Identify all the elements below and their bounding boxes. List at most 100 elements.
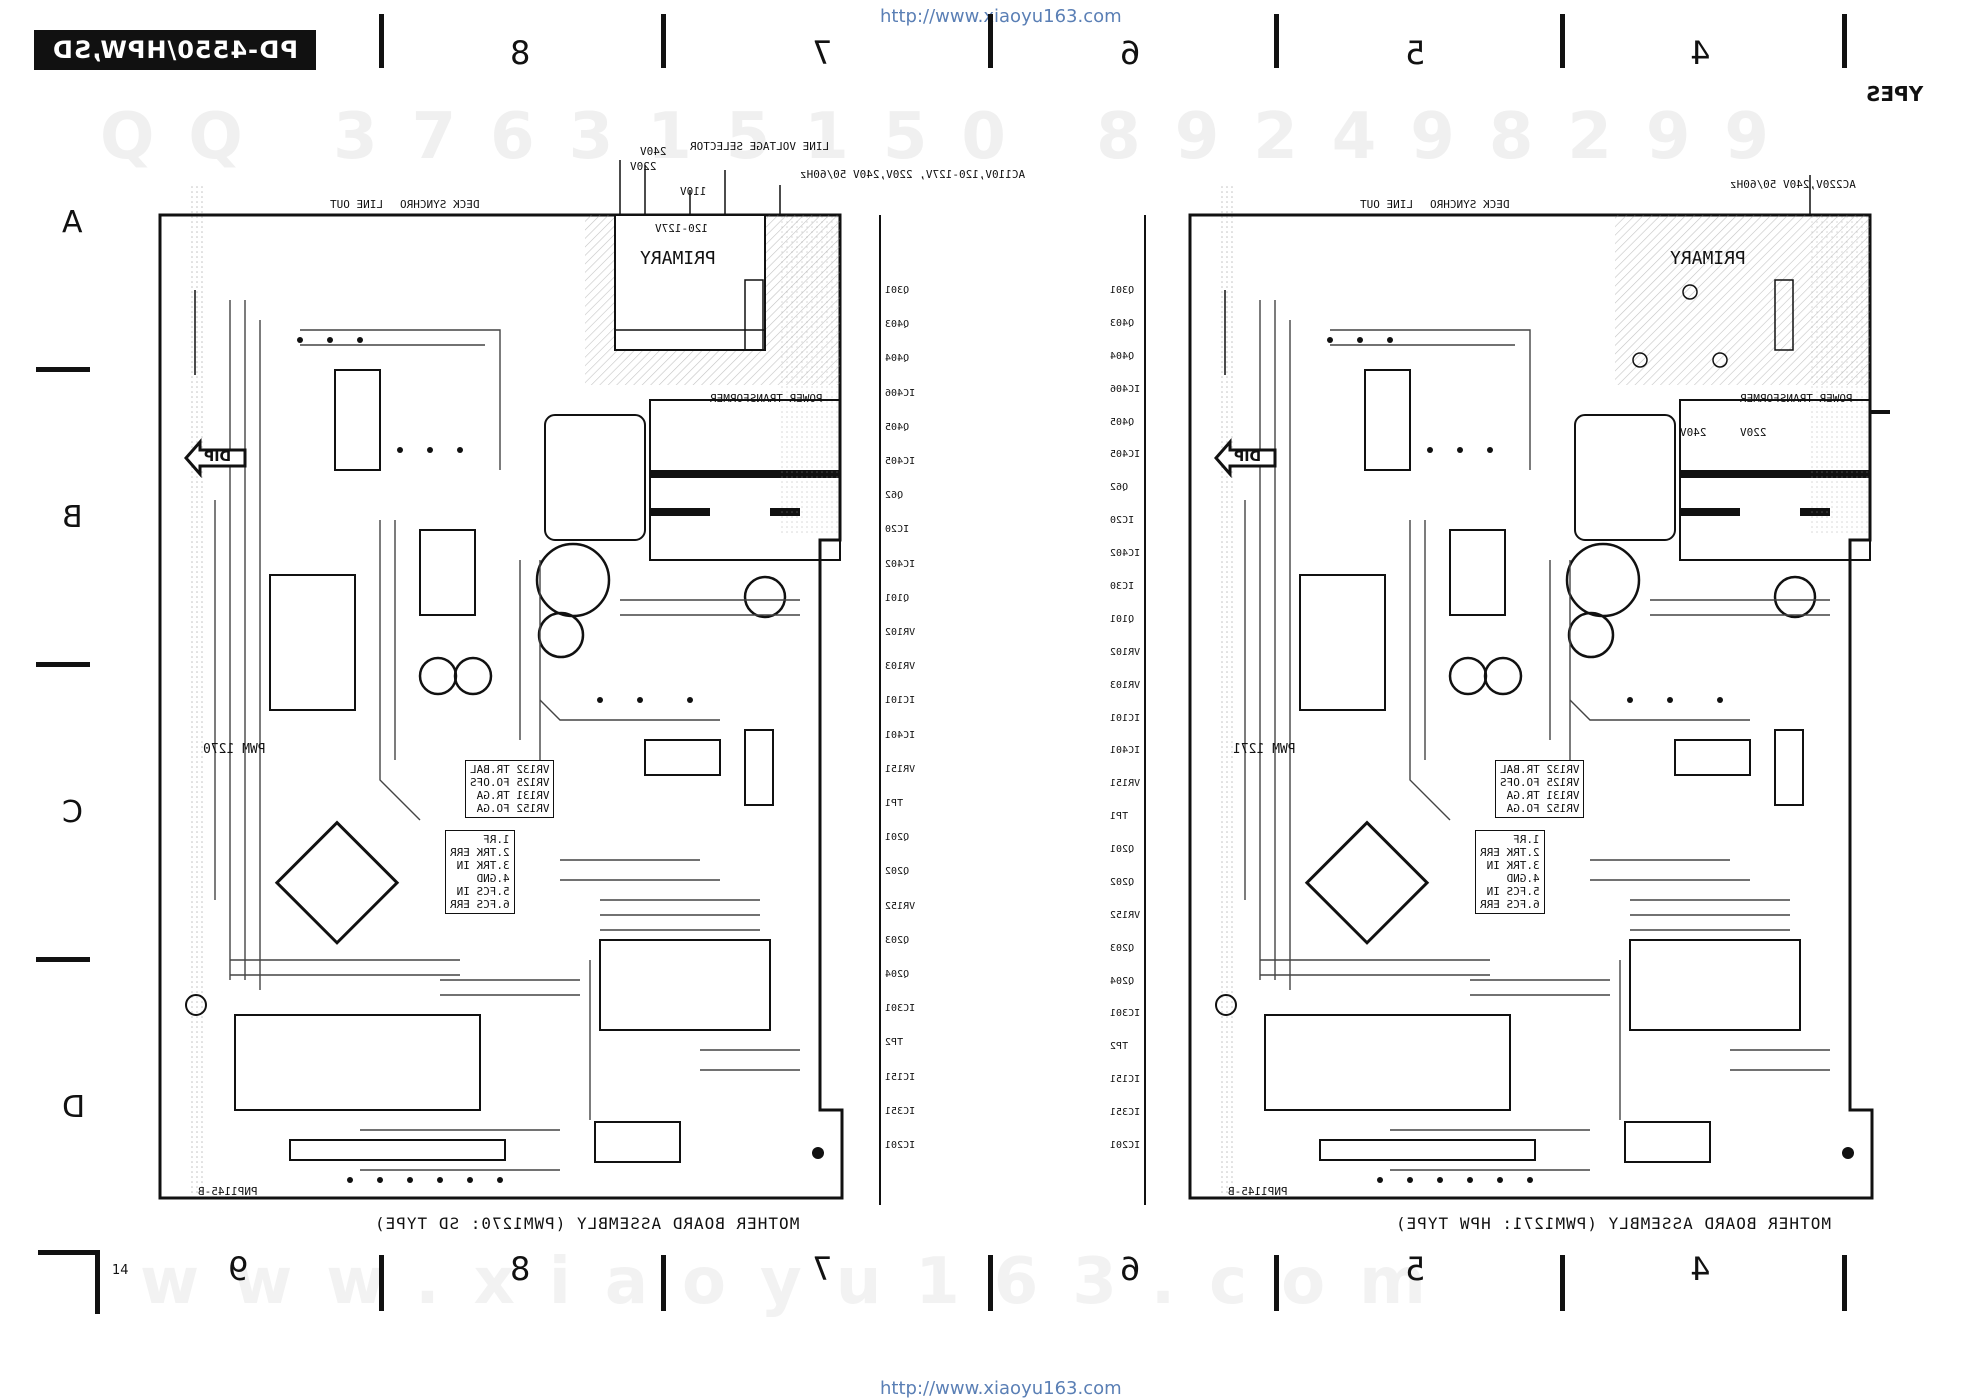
column-tick bbox=[988, 1255, 993, 1311]
reference-designator: TP2 bbox=[885, 1037, 904, 1048]
left-transformer-label: POWER TRANSFORMER bbox=[710, 392, 823, 405]
left-voltage-selector-label: LINE VOLTAGE SELECTOR bbox=[690, 140, 830, 153]
url-top[interactable]: http://www.xiaoyu163.com bbox=[880, 6, 1122, 27]
column-tick bbox=[661, 14, 666, 68]
adj-row: VR125 FO.OFS bbox=[470, 776, 550, 789]
test-row: 1.RF bbox=[483, 833, 510, 846]
test-row: 5.FCS IN bbox=[1486, 885, 1540, 898]
column-tick bbox=[1274, 1255, 1279, 1311]
right-adjustment-table: VR132 TR.BAL VR125 FO.OFS VR131 TR.GA VR… bbox=[1495, 760, 1585, 818]
right-dip-label: DIP bbox=[1234, 449, 1262, 465]
reference-designator: IC30 bbox=[1110, 581, 1135, 592]
reference-designator: IC101 bbox=[1110, 713, 1141, 724]
left-primary-label: PRIMARY bbox=[640, 248, 716, 269]
reference-designator: Q62 bbox=[1110, 482, 1129, 493]
left-voltage-tap-label: 120-127V bbox=[655, 222, 708, 235]
reference-designator: Q404 bbox=[885, 353, 910, 364]
right-primary-label: PRIMARY bbox=[1670, 248, 1746, 269]
column-tick bbox=[1560, 14, 1565, 68]
left-board-caption: MOTHER BOARD ASSEMBLY (PWM1270: SD TYPE) bbox=[374, 1214, 800, 1233]
reference-designator: VR102 bbox=[1110, 647, 1141, 658]
test-row: 6.FCS ERR bbox=[450, 898, 510, 911]
left-voltage-tap-label: 220V bbox=[630, 160, 657, 173]
reference-designator: TP1 bbox=[885, 798, 904, 809]
left-board-outline bbox=[158, 160, 881, 1205]
column-tick bbox=[1274, 14, 1279, 68]
adj-row: VR131 TR.GA bbox=[476, 789, 550, 802]
reference-designator: IC405 bbox=[885, 456, 916, 467]
reference-designator: Q301 bbox=[1110, 285, 1135, 296]
left-line-out-label: LINE OUT bbox=[330, 198, 383, 211]
test-row: 3.TRK IN bbox=[456, 859, 510, 872]
left-adjustment-table: VR132 TR.BAL VR125 FO.OFS VR131 TR.GA VR… bbox=[465, 760, 555, 818]
reference-designator: VR102 bbox=[885, 627, 916, 638]
reference-designator: IC351 bbox=[1110, 1107, 1141, 1118]
adj-row: VR125 FO.OFS bbox=[1500, 776, 1580, 789]
left-dip-label: DIP bbox=[204, 449, 232, 465]
left-voltage-tap-label: 110V bbox=[680, 185, 707, 198]
right-voltage-tap-label: 240V bbox=[1680, 426, 1707, 439]
reference-designator: IC406 bbox=[1110, 384, 1141, 395]
test-row: 5.FCS IN bbox=[456, 885, 510, 898]
reference-designator: VR103 bbox=[1110, 680, 1141, 691]
reference-designator: IC401 bbox=[885, 730, 916, 741]
reference-designator: IC301 bbox=[1110, 1008, 1141, 1019]
test-row: 2.TRK ERR bbox=[450, 846, 510, 859]
reference-designator: VR151 bbox=[1110, 778, 1141, 789]
adj-row: VR132 TR.BAL bbox=[1500, 763, 1580, 776]
right-board-id: PWM 1271 bbox=[1233, 742, 1296, 757]
row-tick bbox=[36, 662, 90, 667]
right-line-out-label: LINE OUT bbox=[1360, 198, 1413, 211]
reference-designator: IC402 bbox=[885, 559, 916, 570]
reference-designator: Q201 bbox=[885, 832, 910, 843]
reference-designator: Q201 bbox=[1110, 844, 1135, 855]
right-deck-synchro-label: DECK SYNCHRO bbox=[1430, 198, 1510, 211]
left-test-point-table: 1.RF 2.TRK ERR 3.TRK IN 4.GND 5.FCS IN 6… bbox=[445, 830, 515, 914]
reference-designator: IC301 bbox=[885, 1003, 916, 1014]
test-row: 3.TRK IN bbox=[1486, 859, 1540, 872]
adj-row: VR152 FO.GA bbox=[476, 802, 550, 815]
reference-designator: Q204 bbox=[885, 969, 910, 980]
watermark-site: www.xiaoyu163.com bbox=[140, 1245, 1460, 1319]
page-number: 14 bbox=[112, 1263, 129, 1278]
right-ac-rating-label: AC220V,240V 50/60Hz bbox=[1730, 178, 1856, 191]
reference-designator: VR103 bbox=[885, 661, 916, 672]
reference-designator: IC351 bbox=[885, 1106, 916, 1117]
left-board-id: PWM 1270 bbox=[203, 742, 266, 757]
column-tick bbox=[988, 14, 993, 68]
right-board-caption: MOTHER BOARD ASSEMBLY (PWM1271: HPW TYPE… bbox=[1395, 1214, 1831, 1233]
column-tick bbox=[1560, 1255, 1565, 1311]
reference-designator: TP2 bbox=[1110, 1041, 1129, 1052]
adj-row: VR152 FO.GA bbox=[1506, 802, 1580, 815]
url-bottom[interactable]: http://www.xiaoyu163.com bbox=[880, 1378, 1122, 1399]
reference-designator: IC401 bbox=[1110, 745, 1141, 756]
test-row: 1.RF bbox=[1513, 833, 1540, 846]
reference-designator: IC201 bbox=[885, 1140, 916, 1151]
reference-designator: Q62 bbox=[885, 490, 904, 501]
column-tick bbox=[379, 1255, 384, 1311]
column-tick bbox=[661, 1255, 666, 1311]
reference-designator: VR152 bbox=[1110, 910, 1141, 921]
reference-designator: IC20 bbox=[1110, 515, 1135, 526]
right-pcb-code: PNP1145-B bbox=[1228, 1185, 1288, 1198]
right-transformer-label: POWER TRANSFORMER bbox=[1740, 392, 1853, 405]
reference-designator: Q202 bbox=[885, 866, 910, 877]
right-test-point-table: 1.RF 2.TRK ERR 3.TRK IN 4.GND 5.FCS IN 6… bbox=[1475, 830, 1545, 914]
right-board-outline bbox=[1144, 175, 1874, 1205]
test-row: 6.FCS ERR bbox=[1480, 898, 1540, 911]
corner-mark bbox=[38, 1250, 98, 1255]
row-tick bbox=[36, 367, 90, 372]
reference-designator: Q404 bbox=[1110, 351, 1135, 362]
corner-mark bbox=[95, 1250, 100, 1314]
reference-designator: TP1 bbox=[1110, 811, 1129, 822]
reference-designator: IC151 bbox=[1110, 1074, 1141, 1085]
reference-designator: Q101 bbox=[885, 593, 910, 604]
reference-designator: Q405 bbox=[885, 422, 910, 433]
reference-designator: VR151 bbox=[885, 764, 916, 775]
reference-designator: IC406 bbox=[885, 388, 916, 399]
reference-designator: IC405 bbox=[1110, 449, 1141, 460]
reference-designator: IC201 bbox=[1110, 1140, 1141, 1151]
reference-designator: IC20 bbox=[885, 524, 910, 535]
test-row: 2.TRK ERR bbox=[1480, 846, 1540, 859]
reference-designator: Q204 bbox=[1110, 976, 1135, 987]
